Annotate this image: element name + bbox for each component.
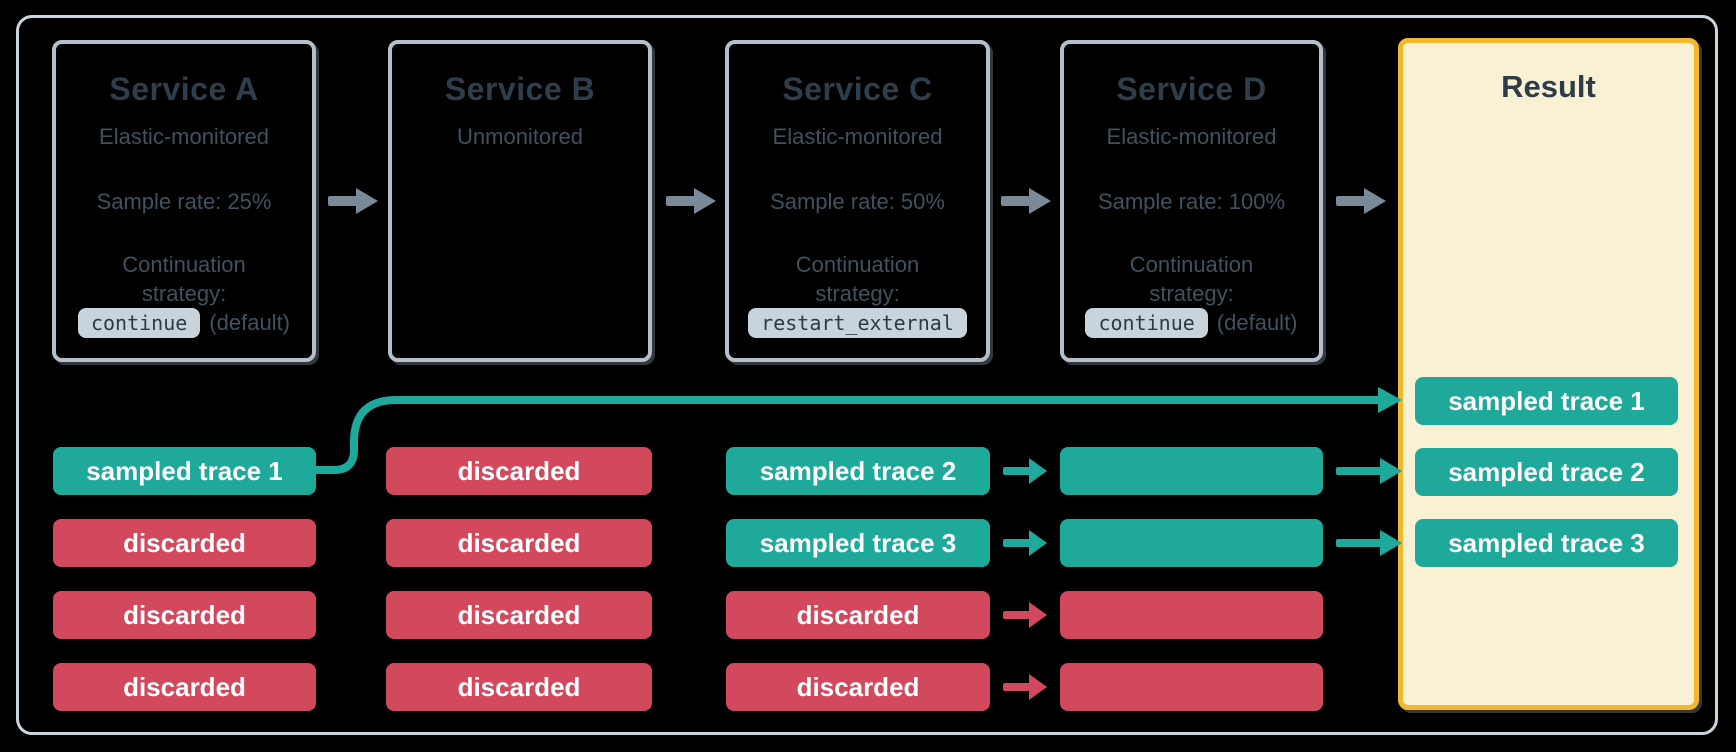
- result-title: Result: [1501, 69, 1596, 104]
- service-a-title: Service A: [109, 71, 259, 107]
- service-d-continuation-label: Continuation strategy:: [1129, 252, 1254, 306]
- service-c-continuation-label: Continuation strategy:: [795, 252, 920, 306]
- service-a-strategy-badge: continue: [77, 308, 201, 338]
- result-pill: sampled trace 1: [1415, 377, 1678, 425]
- trace-pill: discarded: [386, 591, 652, 639]
- service-d-box: Service D Elastic-monitored Sample rate:…: [1060, 40, 1323, 362]
- service-a-sample-rate: Sample rate: 25%: [96, 189, 272, 214]
- trace-pill: discarded: [386, 447, 652, 495]
- service-d-sample-rate: Sample rate: 100%: [1097, 189, 1286, 214]
- service-c-box: Service C Elastic-monitored Sample rate:…: [725, 40, 990, 362]
- trace-pill-blank: [1060, 447, 1323, 495]
- trace-pill: discarded: [53, 519, 316, 567]
- service-d-strategy-suffix: (default): [1216, 310, 1298, 335]
- service-b-box: Service B Unmonitored: [388, 40, 652, 362]
- trace-pill: discarded: [386, 519, 652, 567]
- service-d-title: Service D: [1116, 71, 1267, 107]
- result-pill: sampled trace 3: [1415, 519, 1678, 567]
- service-b-monitoring: Unmonitored: [457, 124, 583, 149]
- service-d-strategy-badge: continue: [1085, 308, 1208, 338]
- service-a-strategy-row: continue (default): [56, 308, 312, 338]
- service-c-strategy-row: restart_external: [729, 308, 986, 338]
- service-c-title: Service C: [782, 71, 933, 107]
- service-d-monitoring: Elastic-monitored: [1106, 124, 1277, 149]
- diagram-outer-frame: [16, 15, 1718, 735]
- trace-pill: discarded: [386, 663, 652, 711]
- trace-pill: sampled trace 3: [726, 519, 990, 567]
- service-c-monitoring: Elastic-monitored: [772, 124, 943, 149]
- service-a-monitoring: Elastic-monitored: [99, 124, 269, 149]
- trace-pill: discarded: [53, 591, 316, 639]
- trace-pill: discarded: [726, 663, 990, 711]
- service-a-box: Service A Elastic-monitored Sample rate:…: [52, 40, 316, 362]
- service-c-sample-rate: Sample rate: 50%: [770, 189, 945, 214]
- result-pill: sampled trace 2: [1415, 448, 1678, 496]
- service-d-strategy-row: continue (default): [1064, 308, 1319, 338]
- result-panel: Result: [1398, 38, 1699, 710]
- service-a-continuation-label: Continuation strategy:: [122, 252, 246, 306]
- service-a-strategy-suffix: (default): [209, 310, 291, 335]
- trace-pill-blank: [1060, 519, 1323, 567]
- trace-pill-blank: [1060, 663, 1323, 711]
- trace-pill: discarded: [726, 591, 990, 639]
- trace-pill: sampled trace 2: [726, 447, 990, 495]
- service-b-title: Service B: [444, 71, 596, 107]
- trace-pill: sampled trace 1: [53, 447, 316, 495]
- service-c-strategy-badge: restart_external: [748, 308, 967, 338]
- trace-pill: discarded: [53, 663, 316, 711]
- trace-pill-blank: [1060, 591, 1323, 639]
